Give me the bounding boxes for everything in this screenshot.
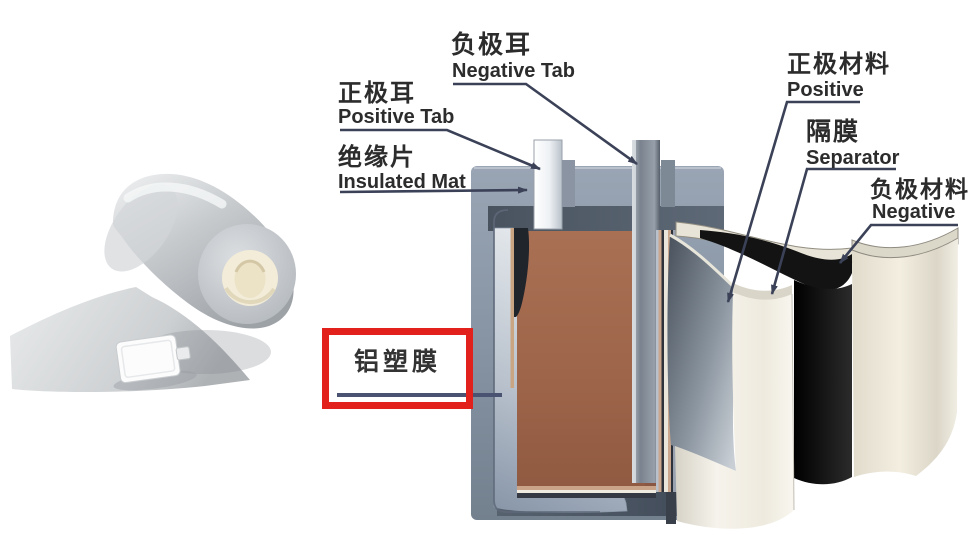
unrolled-film-sheet [10,287,250,393]
pouch-cell-tab [175,346,191,361]
sample-pouch-cell [113,334,197,391]
label-negative-material-en: Negative [872,201,956,223]
insulated-mat-leader [339,186,528,194]
separator-layer-a [675,292,794,529]
edge-strip-tail [666,492,676,524]
label-insulated-mat-zh: 绝缘片 [338,144,416,171]
pouch-cell-seal [120,339,176,378]
label-aluminum-film-zh: 铝塑膜 [353,348,441,376]
positive-layer-sheet [667,235,737,471]
edge-strip [661,230,664,492]
roll-core-hole-shadow [234,259,266,273]
roll-top-highlight [123,182,227,209]
roll-back-cap [104,184,178,272]
negative-tab-strip [632,140,660,483]
label-positive-material-zh: 正极材料 [787,51,891,78]
label-separator-zh: 隔膜 [806,118,861,146]
label-positive-tab-zh: 正极耳 [338,80,416,107]
bottom-layer-copper [517,486,656,490]
label-negative-material-zh: 负极材料 [870,176,970,202]
separator-layer-b [852,238,958,477]
film-roll-photo [10,173,296,393]
edge-strip [664,230,668,492]
aluminum-film-highlight-box: 铝塑膜 [322,328,473,409]
negative-material-leader [838,223,958,264]
electrode-dark-edge [514,228,530,317]
callout-lines [337,82,958,397]
positive-material-leader [726,100,860,303]
label-negative-tab-zh: 负极耳 [451,31,533,59]
positive-tab-leader [340,128,541,171]
label-insulated-mat-en: Insulated Mat [338,171,466,193]
pouch-step-left [562,160,575,207]
label-negative-tab-en: Negative Tab [452,60,575,82]
pouch-cell-cutaway [471,139,959,529]
negative-tab-strip-highlight [632,140,636,483]
separator-layer-b-top-band [851,227,959,259]
separator-layer-a-right-edge [791,293,795,511]
separator-layer-a-top-band [733,283,792,300]
roll-core-ring-shade [224,286,276,305]
negative-tab-leader [453,82,638,166]
separator-leader [770,167,896,295]
bottom-layer-separator [517,490,656,493]
label-separator-en: Separator [806,147,900,169]
negative-layer-sheet [794,280,852,485]
copper-foil-edge [510,228,514,388]
stack-bottom-layers [517,486,656,498]
positive-layer-top-edge [669,233,739,292]
pouch-step-right [661,160,675,207]
roll-core-hole [234,260,266,298]
negative-layer-top-wedge [700,230,852,291]
positive-tab-shape [533,139,563,230]
label-positive-material-en: Positive [787,79,864,101]
pouch-seal-line [493,209,600,513]
bottom-layer-dark [517,493,656,498]
label-positive-tab-en: Positive Tab [338,106,455,128]
edge-strip [656,230,659,492]
edge-strip [658,230,662,492]
